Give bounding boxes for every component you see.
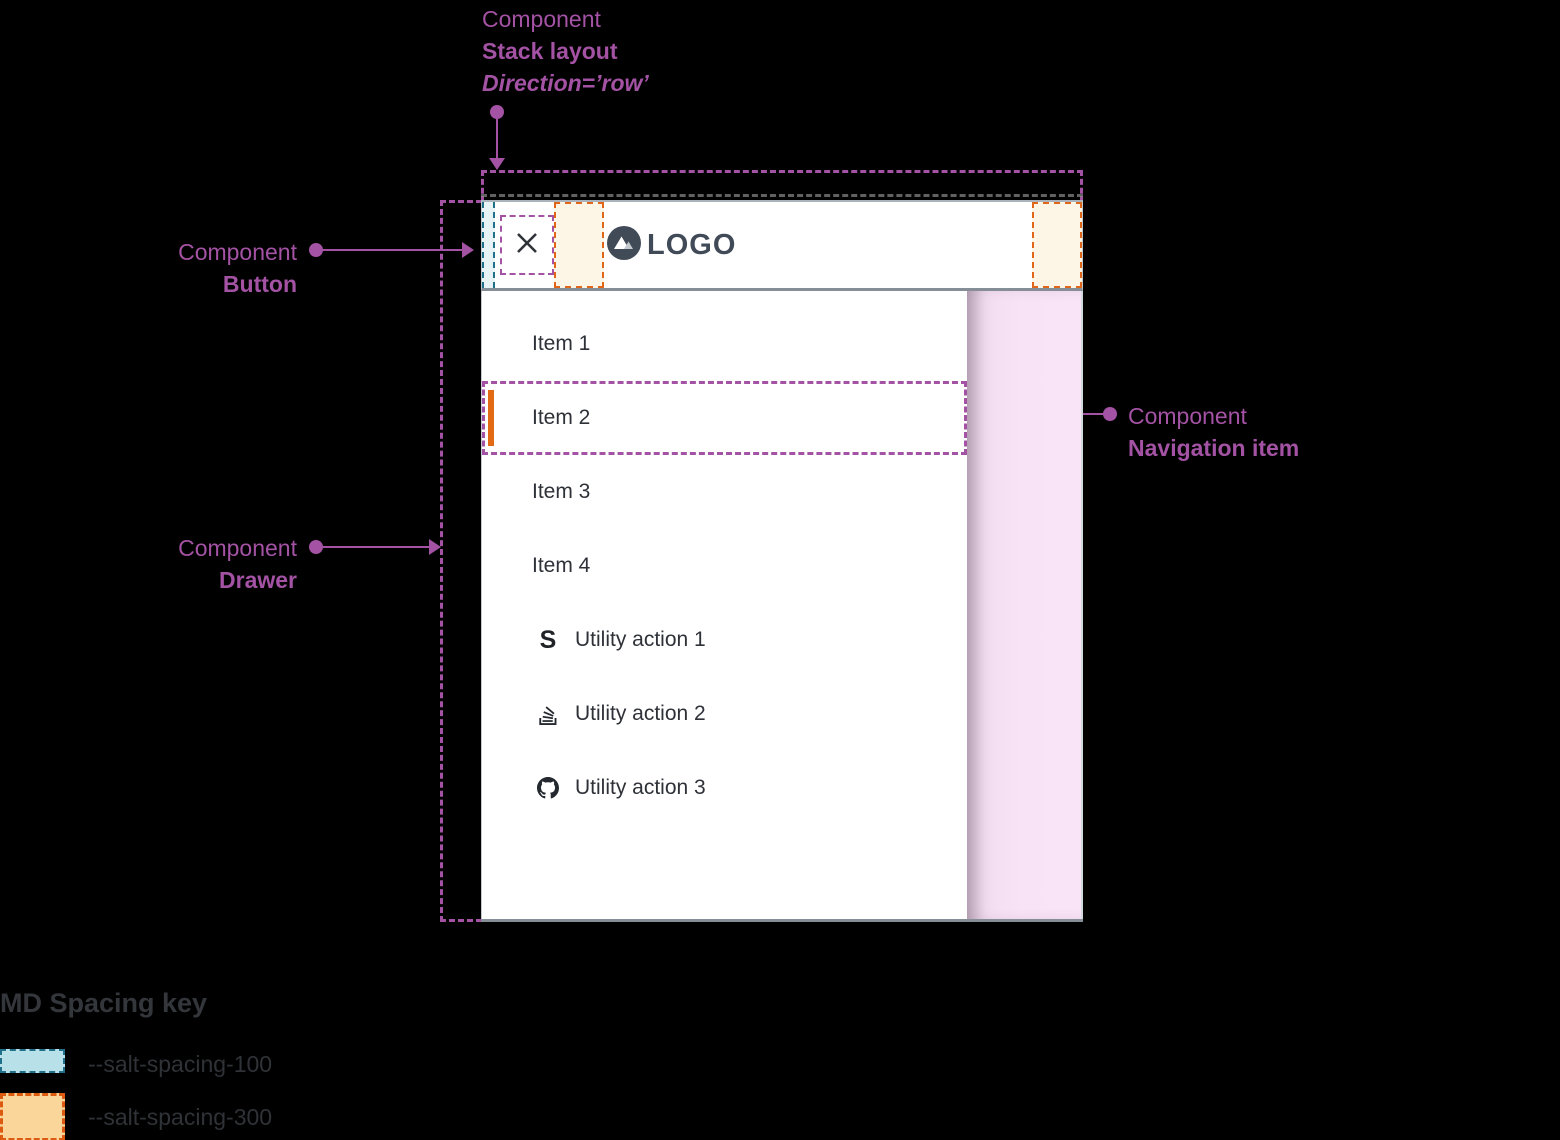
annotation-stack-layout: Component Stack layout Direction=’row’ (482, 3, 649, 99)
spacing-300-strip (1032, 202, 1082, 288)
annotation-navigation-item: Component Navigation item (1128, 400, 1299, 464)
nav-item-1[interactable]: Item 1 (482, 307, 967, 381)
active-indicator-bar (488, 390, 494, 446)
mountain-logo-icon (606, 225, 642, 266)
nav-item-3[interactable]: Item 3 (482, 455, 967, 529)
spacing-100-swatch (0, 1049, 65, 1073)
header-top-dashed-line (481, 194, 1083, 197)
utility-action-1[interactable]: S Utility action 1 (482, 603, 967, 677)
arrow-head-down-icon (489, 158, 505, 170)
annotation-title: Drawer (219, 567, 297, 593)
arrow-head-right-icon (429, 539, 441, 555)
arrow-dot (490, 105, 504, 119)
close-x-icon (514, 230, 540, 261)
github-icon (537, 777, 559, 799)
nav-item-2-active[interactable]: Item 2 (482, 381, 967, 455)
arrow-head-right-icon (462, 242, 474, 258)
app-window: LOGO Item 1 Item 2 Item 3 Item 4 (481, 200, 1083, 922)
app-body: Item 1 Item 2 Item 3 Item 4 S Utility a (481, 291, 1083, 922)
annotation-drawer: Component Drawer (97, 532, 297, 596)
annotation-eyebrow: Component (178, 535, 297, 561)
utility-action-label: Utility action 3 (575, 776, 706, 799)
arrow-line (321, 546, 431, 548)
arrow-dot (309, 540, 323, 554)
drawer-panel: Item 1 Item 2 Item 3 Item 4 S Utility a (481, 291, 967, 919)
annotation-eyebrow: Component (1128, 403, 1247, 429)
arrow-dot (309, 243, 323, 257)
logo-text: LOGO (647, 228, 737, 261)
drawer-close-button[interactable] (500, 215, 554, 275)
stackoverflow-icon (537, 703, 559, 725)
nav-item-label: Item 4 (532, 554, 591, 577)
nav-item-4[interactable]: Item 4 (482, 529, 967, 603)
drawer-boundary (440, 200, 482, 922)
spacing-300-token: --salt-spacing-300 (88, 1104, 273, 1130)
utility-action-3[interactable]: Utility action 3 (482, 751, 967, 825)
page-content-behind-drawer (967, 291, 1083, 919)
annotation-title: Navigation item (1128, 435, 1300, 461)
utility-action-label: Utility action 1 (575, 628, 706, 651)
utility-action-2[interactable]: Utility action 2 (482, 677, 967, 751)
arrow-dot (1103, 407, 1117, 421)
nav-item-label: Item 1 (532, 332, 591, 355)
spacing-300-strip (554, 202, 604, 288)
utility-action-label: Utility action 2 (575, 702, 706, 725)
spacing-100-token: --salt-spacing-100 (88, 1051, 273, 1077)
annotation-title: Button (222, 271, 297, 297)
spacing-100-strip (482, 202, 495, 288)
annotation-subtitle: Direction=’row’ (482, 70, 649, 96)
spacing-300-swatch (0, 1093, 65, 1140)
spacing-key-title: MD Spacing key (0, 988, 208, 1018)
app-header: LOGO (481, 200, 1083, 291)
annotation-eyebrow: Component (178, 239, 297, 265)
nav-item-label: Item 2 (532, 406, 591, 429)
annotation-title: Stack layout (482, 38, 618, 64)
app-logo[interactable]: LOGO (606, 202, 736, 288)
annotation-eyebrow: Component (482, 6, 601, 32)
arrow-line (321, 249, 463, 251)
s-logo-icon: S (539, 625, 557, 654)
nav-item-label: Item 3 (532, 480, 591, 503)
annotation-button: Component Button (97, 236, 297, 300)
arrow-line (496, 117, 498, 159)
